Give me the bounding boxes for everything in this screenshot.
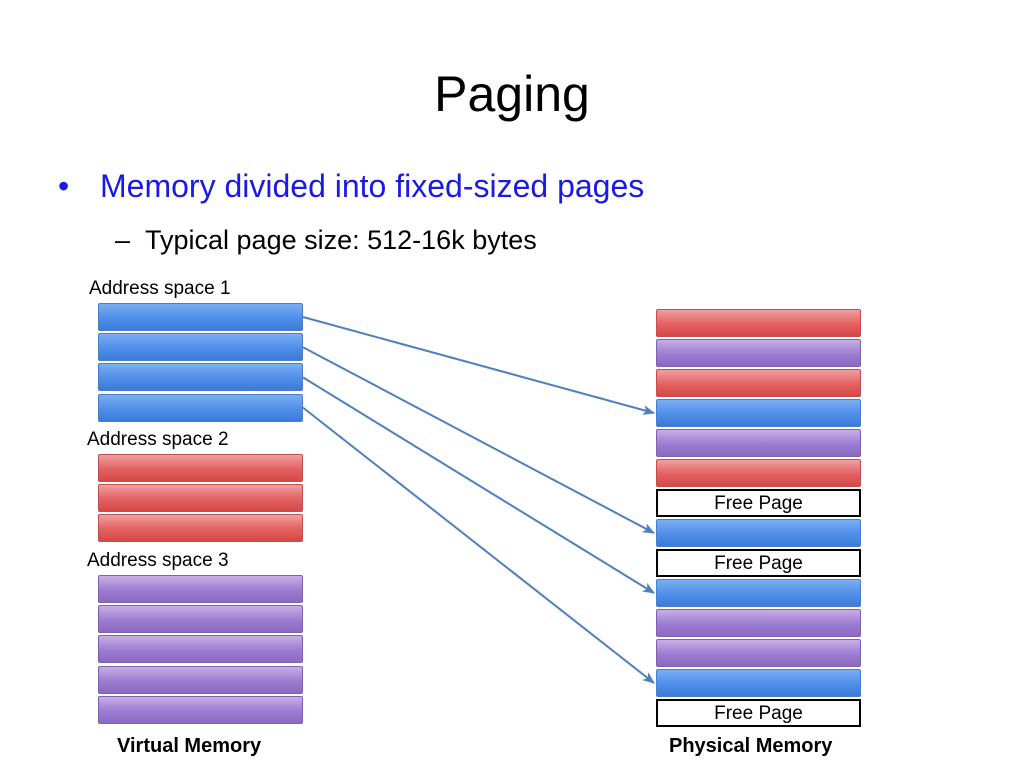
address-space-2-label: Address space 2: [87, 429, 229, 450]
dash-icon: –: [115, 225, 131, 255]
virtual-page: [98, 575, 303, 603]
address-space-1-label: Address space 1: [89, 278, 231, 299]
virtual-page: [98, 393, 303, 422]
sub-bullet-text: Typical page size: 512-16k bytes: [145, 225, 537, 255]
physical-frame: [656, 369, 861, 397]
free-page-frame: Free Page: [656, 489, 861, 517]
free-page-frame: Free Page: [656, 549, 861, 577]
virtual-page: [98, 605, 303, 634]
physical-frame: [656, 399, 861, 427]
physical-frame: [656, 339, 861, 367]
virtual-page: [98, 484, 303, 513]
virtual-page: [98, 514, 303, 543]
free-page-frame: Free Page: [656, 699, 861, 727]
address-space-3-label: Address space 3: [87, 550, 229, 571]
bullet-point: • Memory divided into fixed-sized pages: [58, 166, 644, 206]
mapping-arrow: [302, 406, 655, 684]
bullet-text: Memory divided into fixed-sized pages: [100, 168, 645, 204]
virtual-page: [98, 695, 303, 724]
virtual-page: [98, 665, 303, 694]
physical-frame: [656, 609, 861, 637]
physical-frame: [656, 639, 861, 667]
bullet-dot-icon: •: [58, 168, 70, 204]
physical-frame: [656, 429, 861, 457]
virtual-page: [98, 635, 303, 664]
physical-frame: [656, 669, 861, 697]
virtual-page: [98, 303, 303, 331]
virtual-page: [98, 333, 303, 362]
virtual-page: [98, 454, 303, 482]
mapping-arrow: [302, 376, 655, 594]
sub-bullet-point: –Typical page size: 512-16k bytes: [115, 223, 537, 257]
physical-frame: [656, 309, 861, 337]
mapping-arrow: [302, 346, 655, 534]
physical-memory-label: Physical Memory: [669, 735, 833, 757]
virtual-memory-label: Virtual Memory: [117, 735, 262, 757]
physical-frame: [656, 579, 861, 607]
slide-title: Paging: [434, 66, 590, 122]
physical-frame: [656, 519, 861, 547]
virtual-page: [98, 363, 303, 392]
mapping-arrow: [302, 316, 655, 415]
physical-frame: [656, 459, 861, 487]
